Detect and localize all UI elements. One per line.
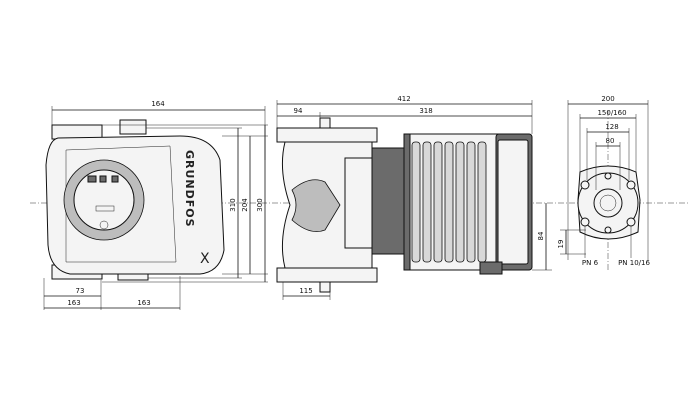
- side-top-flange: [276, 127, 378, 143]
- front-view: GRUNDFOS X 164 310 204 300 73 163 163: [30, 100, 690, 310]
- dim-84: 84: [537, 231, 545, 240]
- side-view: 412 94 318 115 84: [276, 95, 552, 300]
- front-top-flange: [51, 124, 103, 140]
- flange-hole-5: [604, 172, 612, 180]
- flange-view: 200 150/160 128 80 19 PN 6 PN 10/16: [557, 95, 650, 270]
- flange-bore: [593, 188, 623, 218]
- label-pn10-16: PN 10/16: [618, 259, 650, 267]
- dial-display: [95, 205, 115, 212]
- side-cable-gland: [479, 261, 503, 275]
- dim-204: 204: [241, 198, 249, 212]
- flange-hole-2: [626, 180, 636, 190]
- dim-200: 200: [601, 95, 614, 103]
- dim-300: 300: [256, 198, 264, 211]
- dim-163-left: 163: [67, 299, 80, 307]
- flange-hole-3: [580, 217, 590, 227]
- dim-73: 73: [76, 287, 85, 295]
- front-brand-x: X: [200, 251, 210, 267]
- flange-hole-6: [604, 226, 612, 234]
- side-volute: [291, 179, 341, 233]
- flange-hole-4: [626, 217, 636, 227]
- side-bottom-flange: [276, 267, 378, 283]
- motor-fins: [411, 141, 487, 263]
- front-panel-outline: [65, 145, 177, 263]
- label-pn6: PN 6: [582, 259, 599, 267]
- dial-indicator-3: [111, 175, 119, 183]
- dial-indicator-2: [99, 175, 107, 183]
- side-coupling: [344, 157, 376, 249]
- dim-115: 115: [299, 287, 312, 295]
- dial-indicator-1: [87, 175, 97, 183]
- dim-128: 128: [605, 123, 618, 131]
- dim-94: 94: [294, 107, 303, 115]
- dial-button: [99, 220, 109, 230]
- dim-412: 412: [397, 95, 410, 103]
- side-adapter: [371, 147, 407, 255]
- front-brand-text: GRUNDFOS: [183, 150, 196, 228]
- front-dial-inner: [73, 169, 135, 231]
- dim-80: 80: [606, 137, 615, 145]
- front-top-lug: [119, 119, 147, 135]
- dim-318: 318: [419, 107, 432, 115]
- dim-19: 19: [557, 240, 565, 249]
- dim-164: 164: [151, 100, 165, 108]
- flange-hole-1: [580, 180, 590, 190]
- dim-163-right: 163: [137, 299, 150, 307]
- dim-310: 310: [229, 198, 237, 211]
- dim-150-160: 150/160: [597, 109, 626, 117]
